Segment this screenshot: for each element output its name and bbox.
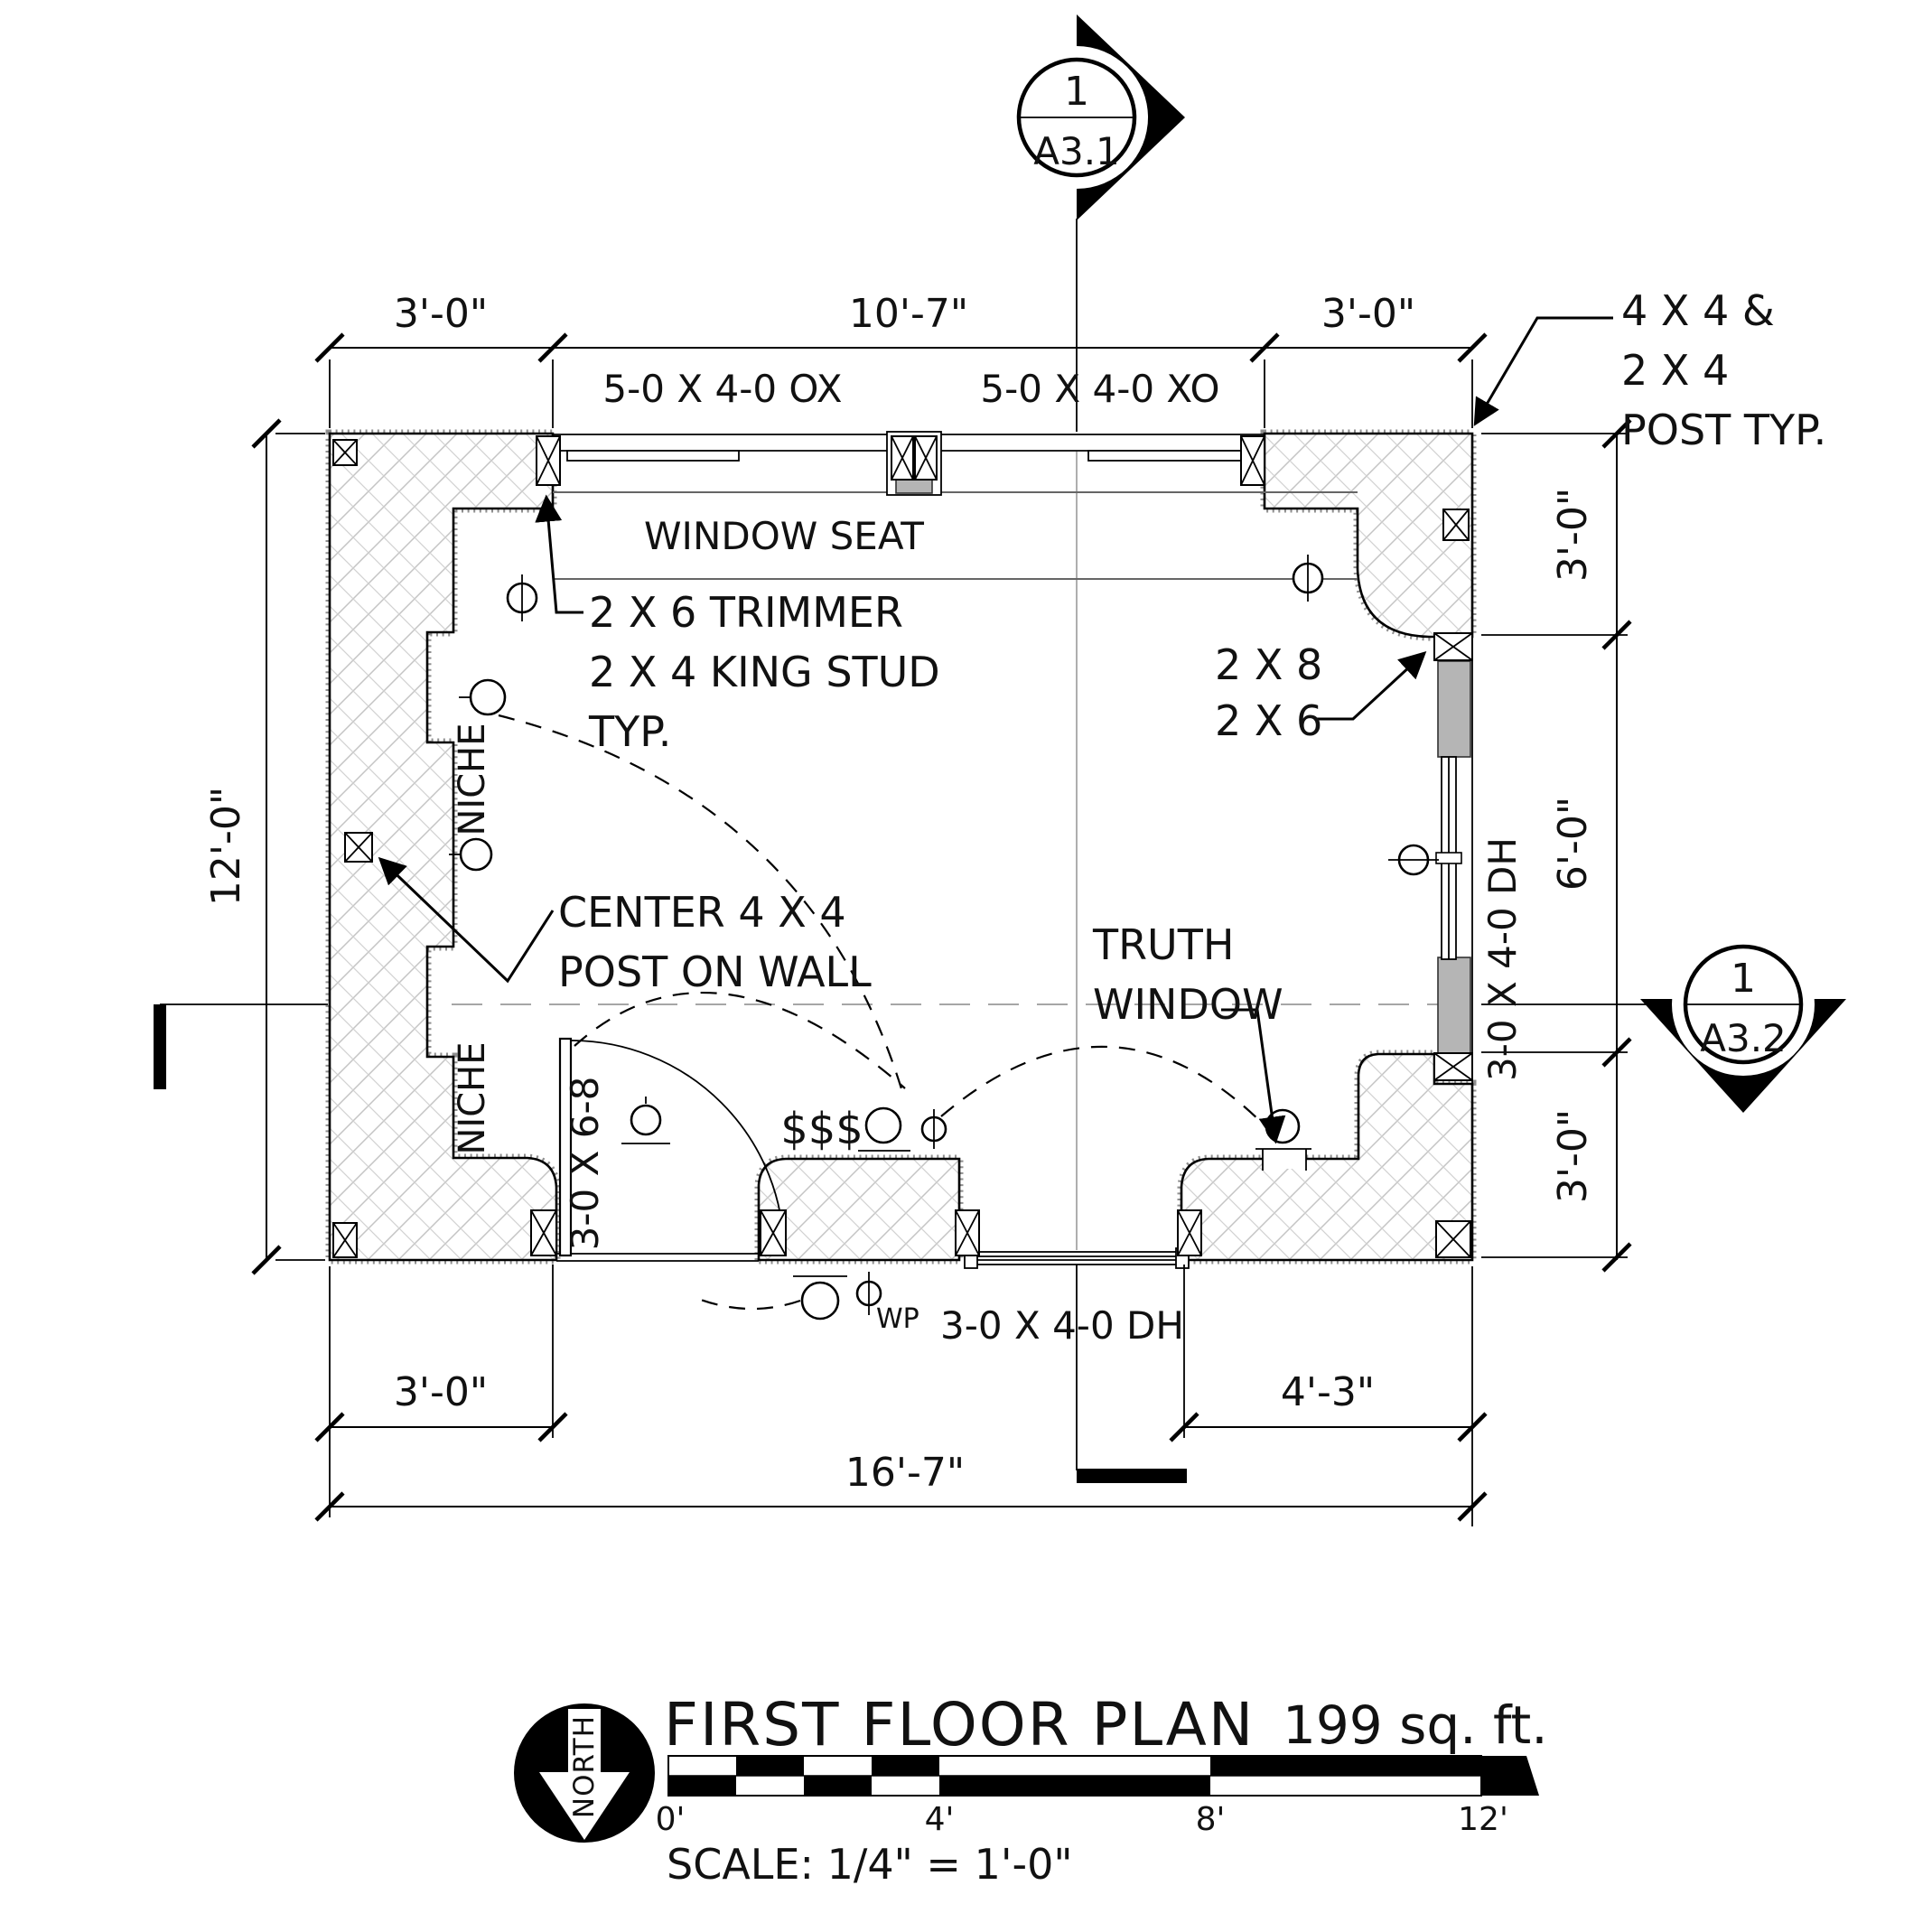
note-trimmer-line3: TYP. xyxy=(588,707,671,756)
dimension-top: 3'-0" 10'-7" 3'-0" xyxy=(314,291,1488,428)
dimension-bottom: 3'-0" 4'-3" 16'-7" xyxy=(314,1265,1488,1526)
drawing-title: FIRST FLOOR PLAN xyxy=(664,1690,1255,1759)
label-switches: $$$ xyxy=(780,1104,863,1154)
right-window xyxy=(1435,637,1473,1084)
wall-left-mass xyxy=(325,429,561,1265)
outlet-symbol xyxy=(855,1272,882,1315)
outlet-symbol xyxy=(1292,555,1324,602)
light-symbol xyxy=(621,1097,670,1144)
dim-right-mid: 6'-0" xyxy=(1550,797,1596,891)
drawing-area: 199 sq. ft. xyxy=(1283,1694,1548,1756)
section-a32-sheet: A3.2 xyxy=(1700,1016,1787,1060)
wall-bottom-right-mass xyxy=(1177,1050,1477,1265)
dim-bottom-right: 4'-3" xyxy=(1281,1369,1375,1415)
note-trimmer-line2: 2 X 4 KING STUD xyxy=(589,648,940,696)
dimension-left: 12'-0" xyxy=(203,418,325,1275)
window-seat xyxy=(553,491,1358,580)
note-header-line2: 2 X 6 xyxy=(1215,696,1322,745)
dim-top-mid: 10'-7" xyxy=(849,291,968,337)
note-truth-window: TRUTH WINDOW xyxy=(1092,920,1283,1029)
dim-bottom-left: 3'-0" xyxy=(394,1369,488,1415)
entry-door xyxy=(556,1037,785,1262)
center-post-on-wall xyxy=(344,832,373,863)
graphic-scale-bar: 0' 4' 8' 12' xyxy=(656,1755,1539,1838)
wall-bottom-middle-mass xyxy=(754,1154,964,1265)
scale-tick-8: 8' xyxy=(1196,1801,1226,1838)
label-window-top-left: 5-0 X 4-0 OX xyxy=(602,367,842,411)
section-marker-a32: 1 A3.2 xyxy=(1640,933,1846,1113)
note-trimmer: 2 X 6 TRIMMER 2 X 4 KING STUD TYP. xyxy=(588,588,940,756)
framing-posts xyxy=(332,435,1473,1258)
note-post-line2: 2 X 4 xyxy=(1621,346,1729,395)
outlet-symbol xyxy=(920,1109,947,1149)
dim-right-bottom: 3'-0" xyxy=(1550,1109,1596,1203)
scale-tick-0: 0' xyxy=(656,1801,686,1838)
label-wp: WP xyxy=(876,1303,919,1335)
dim-right-top: 3'-0" xyxy=(1550,488,1596,582)
outlet-symbol xyxy=(1388,844,1439,876)
label-window-right: 3-0 X 4-0 DH xyxy=(1480,837,1525,1081)
wiring-arcs xyxy=(498,714,1269,1311)
light-symbol xyxy=(459,678,507,716)
label-window-top-right: 5-0 X 4-0 XO xyxy=(980,367,1219,411)
section-a32-number: 1 xyxy=(1731,956,1756,1002)
section-a31-number: 1 xyxy=(1064,69,1089,115)
dim-left: 12'-0" xyxy=(203,787,249,906)
north-label: NORTH xyxy=(568,1715,601,1818)
note-header: 2 X 8 2 X 6 xyxy=(1215,640,1322,745)
section-a31-sheet: A3.1 xyxy=(1033,129,1120,173)
note-post-typ: 4 X 4 & 2 X 4 POST TYP. xyxy=(1621,286,1826,454)
wall-top-right-mass xyxy=(1260,429,1477,641)
leader-arrows xyxy=(378,316,1613,1144)
scale-note: SCALE: 1/4" = 1'-0" xyxy=(667,1840,1073,1889)
bottom-window xyxy=(964,1247,1190,1269)
note-center-post: CENTER 4 X 4 POST ON WALL xyxy=(558,888,872,996)
switch-symbol xyxy=(858,1106,910,1152)
dimension-right: 3'-0" 6'-0" 3'-0" xyxy=(1481,418,1632,1273)
note-center-post-line2: POST ON WALL xyxy=(558,947,872,996)
note-post-line3: POST TYP. xyxy=(1621,406,1826,454)
note-trimmer-line1: 2 X 6 TRIMMER xyxy=(589,588,903,637)
electrical-symbols xyxy=(449,555,1439,1321)
section-marker-a31: 1 A3.1 xyxy=(1005,14,1185,220)
north-arrow: NORTH xyxy=(514,1703,655,1843)
note-center-post-line1: CENTER 4 X 4 xyxy=(558,888,846,937)
note-truth-line1: TRUTH xyxy=(1092,920,1234,969)
note-post-line1: 4 X 4 & xyxy=(1621,286,1775,335)
label-window-bottom: 3-0 X 4-0 DH xyxy=(940,1303,1184,1348)
label-window-seat: WINDOW SEAT xyxy=(644,514,924,558)
section-line-a32 xyxy=(154,1003,1682,1089)
note-truth-line2: WINDOW xyxy=(1093,980,1283,1029)
dim-bottom-overall: 16'-7" xyxy=(845,1450,965,1496)
light-symbol xyxy=(449,837,493,872)
label-niche-lower: NICHE xyxy=(452,1042,493,1155)
label-door: 3-0 X 6-8 xyxy=(563,1077,607,1251)
scale-tick-4: 4' xyxy=(925,1801,955,1838)
section-line-a31 xyxy=(1076,219,1187,1483)
wp-outlet-symbol xyxy=(793,1275,847,1321)
dim-top-right: 3'-0" xyxy=(1321,291,1415,337)
label-niche-upper: NICHE xyxy=(452,723,493,836)
truth-window xyxy=(1255,1108,1311,1171)
scale-tick-12: 12' xyxy=(1458,1801,1508,1838)
outlet-symbol xyxy=(506,574,538,621)
dim-top-left: 3'-0" xyxy=(394,291,488,337)
note-header-line1: 2 X 8 xyxy=(1215,640,1322,689)
